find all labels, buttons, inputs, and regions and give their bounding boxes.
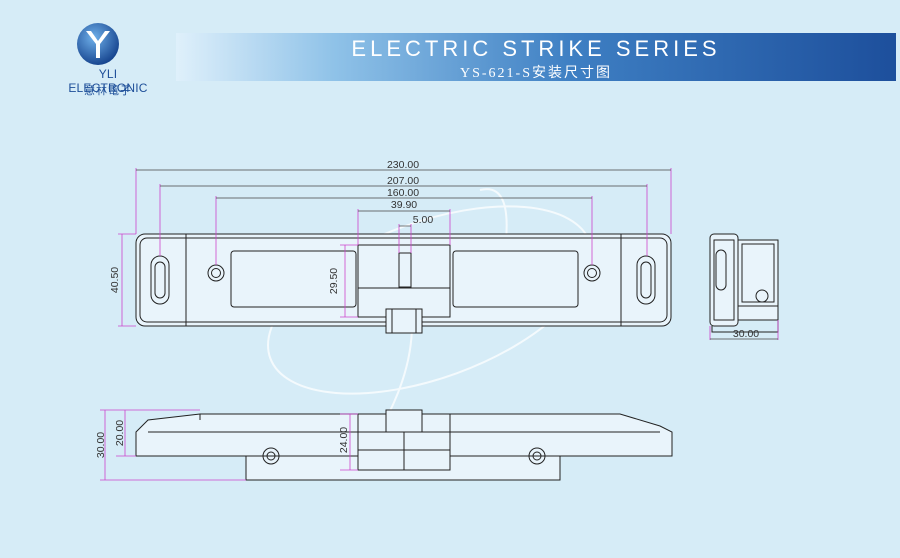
dim-hole-spacing: 160.00 <box>387 187 419 199</box>
dim-center-width: 39.90 <box>391 199 417 211</box>
banner-subtitle: YS-621-S安装尺寸图 <box>459 66 612 81</box>
title-banner: ELECTRIC STRIKE SERIES YS-621-S安装尺寸图 <box>176 33 896 81</box>
banner-title: ELECTRIC STRIKE SERIES <box>351 36 721 61</box>
dim-center-height: 29.50 <box>328 268 340 294</box>
side-dimensions: 30.00 <box>709 320 779 340</box>
left-window <box>230 250 357 308</box>
brand-name: YLI ELECTRONIC <box>68 67 148 95</box>
dim-depth: 30.00 <box>733 328 759 340</box>
dim-slot-spacing: 207.00 <box>387 175 419 187</box>
right-mounting-slot <box>636 255 656 305</box>
dim-plate-height: 20.00 <box>114 420 126 446</box>
brand-name-cn: 意林電子 <box>84 85 132 97</box>
latch-tab <box>385 308 423 334</box>
bottom-dimensions: 30.00 20.00 24.00 <box>95 409 358 481</box>
dim-small-gap: 5.00 <box>413 214 434 226</box>
yli-logo-icon <box>77 23 119 65</box>
dim-hinge-height: 24.00 <box>338 427 350 453</box>
brand-logo: YLI ELECTRONIC 意林電子 <box>58 22 158 102</box>
front-view <box>135 233 672 334</box>
dim-total-height: 30.00 <box>95 432 107 458</box>
side-view <box>709 233 779 333</box>
right-window <box>452 250 579 308</box>
dim-overall-length: 230.00 <box>387 159 419 171</box>
dim-height: 40.50 <box>109 267 121 293</box>
bottom-view <box>135 409 673 481</box>
front-dimensions: 230.00 207.00 160.00 39.90 5.00 40.50 29… <box>109 159 672 327</box>
